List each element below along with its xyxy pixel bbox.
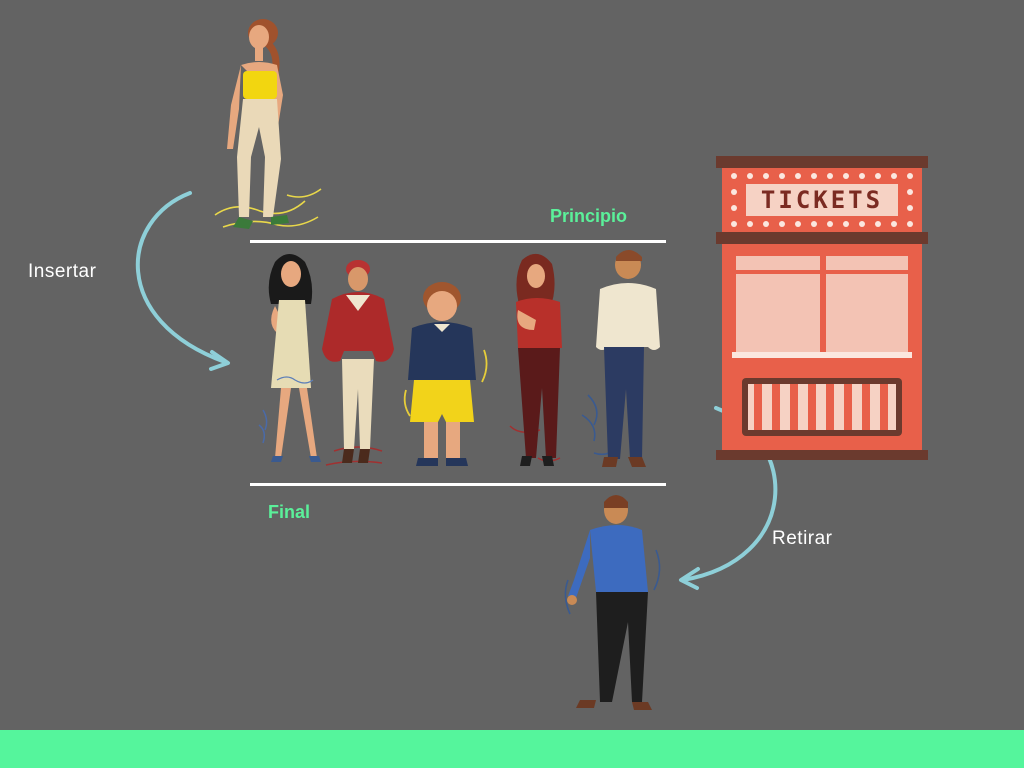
queue-front-line [250, 240, 666, 243]
insert-label: Insertar [28, 261, 97, 282]
remove-label: Retirar [772, 528, 833, 549]
queue-person-man-red-jacket [322, 260, 394, 466]
woman-entering-figure [214, 19, 322, 229]
queue-person-woman-cream-dress [258, 254, 321, 462]
ticket-booth: TICKETS [716, 156, 928, 460]
queue-person-woman-red-top [509, 253, 562, 466]
queue-person-child-yellow-shorts [403, 282, 488, 466]
front-label: Principio [550, 206, 628, 226]
queue-person-man-cream-shirt [581, 250, 660, 467]
ground-strip [0, 730, 1024, 768]
back-label: Final [268, 502, 311, 522]
tickets-sign-text: TICKETS [761, 186, 883, 214]
man-leaving-figure [564, 495, 661, 710]
queue-back-line [250, 483, 666, 486]
